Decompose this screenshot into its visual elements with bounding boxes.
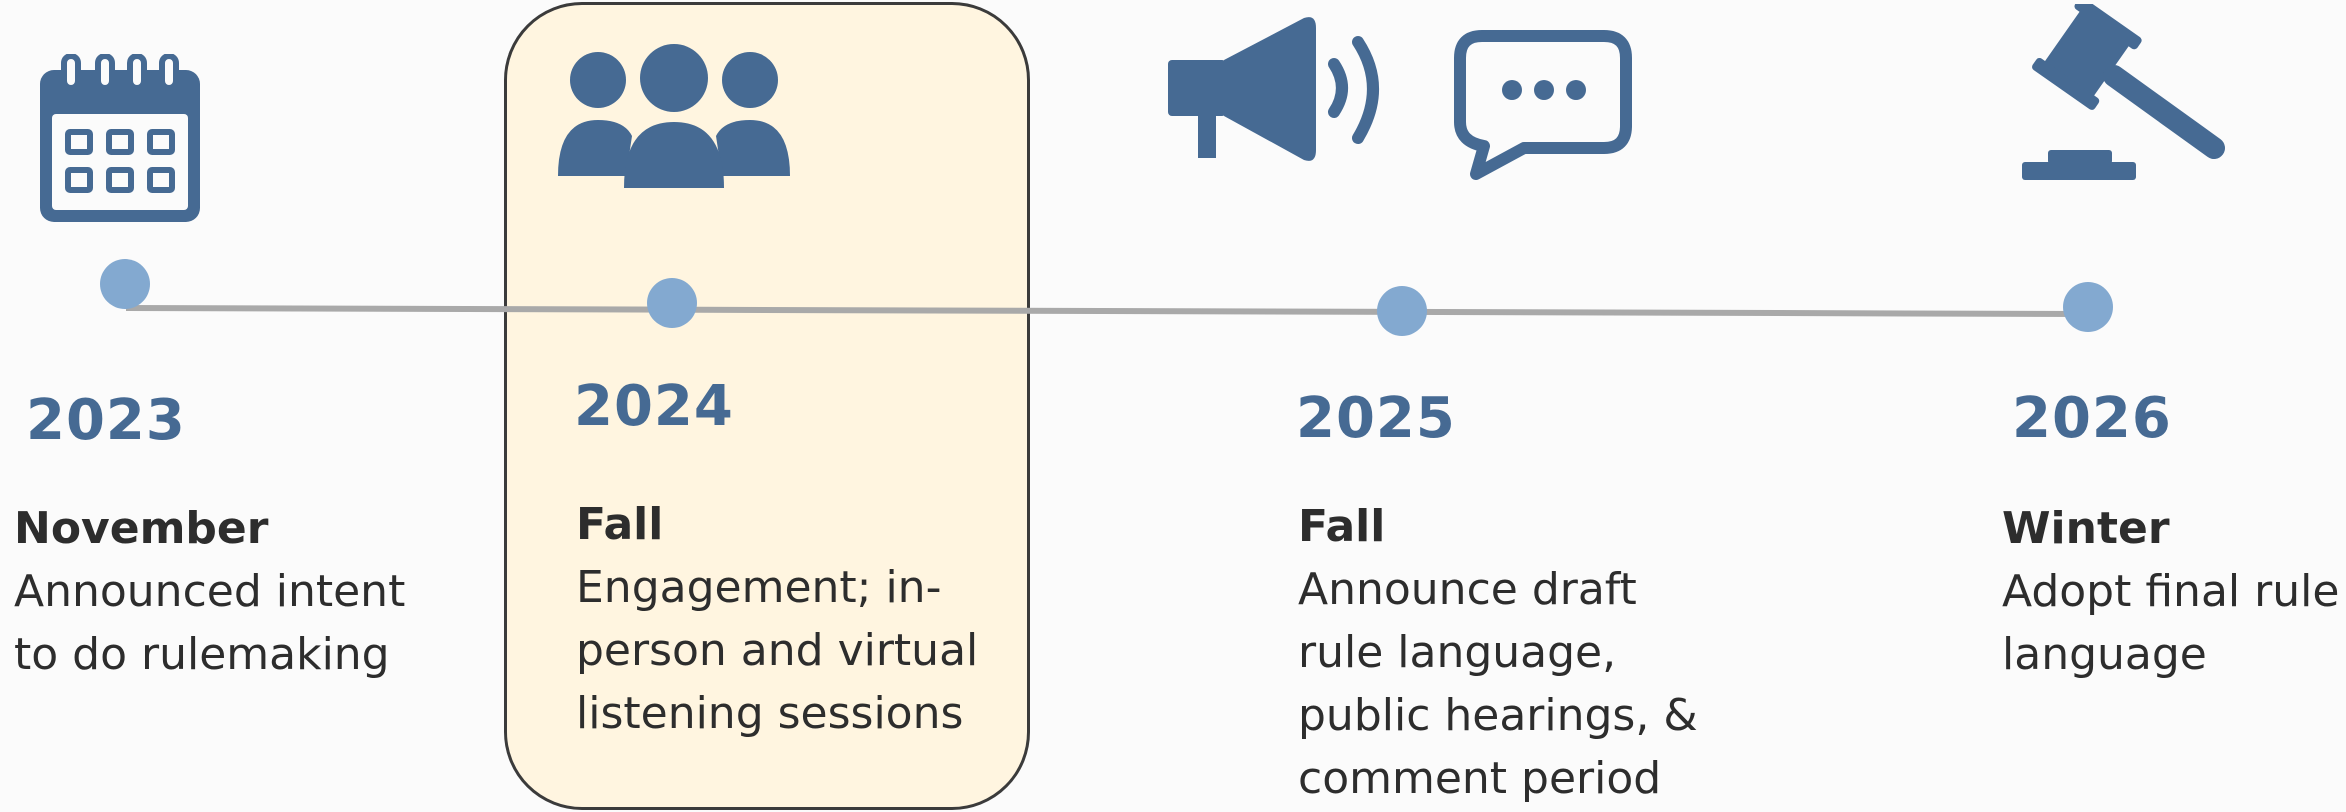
description-line: listening sessions [576,688,964,739]
milestone-2024: Fall Engagement; in- person and virtual … [576,494,978,745]
milestone-description: Adopt final rule language [2002,560,2339,686]
milestone-description: Announced intent to do rulemaking [14,560,405,686]
people-group-icon [558,44,790,188]
milestone-description: Announce draft rule language, public hea… [1298,558,1698,810]
season-label: Fall [1298,501,1386,552]
description-line: Engagement; in- [576,562,942,613]
timeline-dot-2025 [1377,286,1427,336]
timeline-dot-2026 [2063,282,2113,332]
year-label-2025: 2025 [1296,386,1456,451]
season-label: Winter [2002,503,2170,554]
timeline-line [125,305,2089,317]
year-label-2026: 2026 [2012,386,2172,451]
description-line: Adopt final rule [2002,566,2340,617]
timeline-dot-2024 [647,278,697,328]
timeline-dot-2023 [100,259,150,309]
description-line: public hearings, & [1298,690,1698,741]
year-label-2024: 2024 [574,374,734,439]
description-line: comment period [1298,753,1662,804]
description-line: Announced intent [14,566,406,617]
milestone-2025: Fall Announce draft rule language, publi… [1298,496,1698,810]
description-line: person and virtual [576,625,979,676]
description-line: rule language, [1298,627,1617,678]
megaphone-icon [1168,17,1379,161]
milestone-description: Engagement; in- person and virtual liste… [576,556,978,745]
season-label: Fall [576,499,664,550]
description-line: Announce draft [1298,564,1637,615]
milestone-2023: November Announced intent to do rulemaki… [14,498,405,686]
gavel-icon [2022,4,2225,180]
calendar-icon [40,54,200,222]
description-line: to do rulemaking [14,629,390,680]
chat-bubble-icon [1454,30,1632,180]
season-label: November [14,503,269,554]
description-line: language [2002,629,2207,680]
milestone-2026: Winter Adopt final rule language [2002,498,2339,686]
year-label-2023: 2023 [26,388,186,453]
